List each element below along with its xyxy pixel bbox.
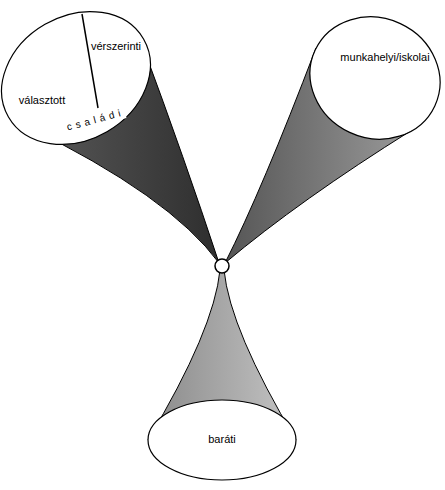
region-label: munkahelyi/iskolai: [340, 51, 429, 64]
chosen-region: választott: [12, 92, 72, 110]
center-circle: [215, 259, 229, 273]
friends-ellipse: baráti: [140, 392, 304, 488]
ellipse-shape: [148, 400, 296, 480]
divider-line: [82, 14, 98, 108]
ellipse-outline: [300, 10, 445, 150]
work-school-ellipse: munkahelyi/iskolai: [300, 10, 445, 150]
region-label: vérszerinti: [91, 40, 141, 53]
ellipse-shape: [290, 0, 445, 160]
blood-region: vérszerinti: [88, 38, 146, 56]
region-label: választott: [19, 94, 65, 107]
region-label: baráti: [208, 433, 236, 446]
ellipse-outline: [0, 0, 152, 156]
family-ellipse: családiválasztottvérszerinti: [0, 0, 152, 156]
ellipse-shape: [0, 0, 175, 171]
